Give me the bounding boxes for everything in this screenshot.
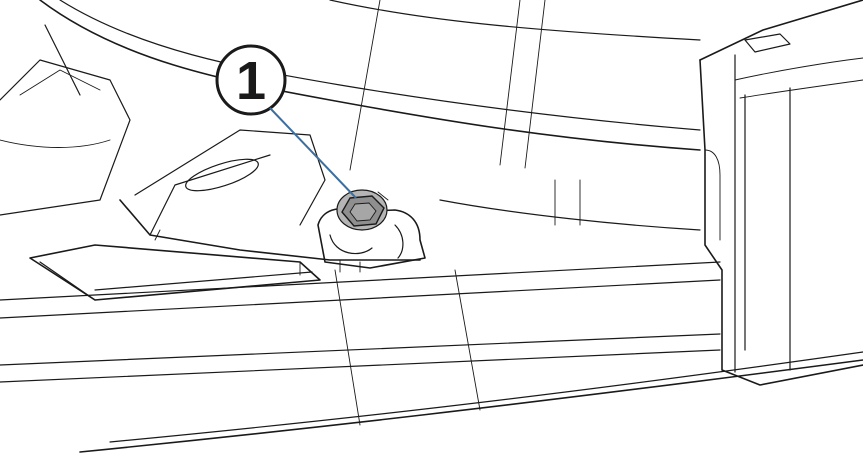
- callout-leader-line: [269, 107, 357, 199]
- callout-1: 1: [215, 44, 357, 199]
- callout-number: 1: [236, 51, 266, 111]
- mount-bracket: [317, 208, 426, 273]
- bolt-highlighted: [336, 189, 389, 231]
